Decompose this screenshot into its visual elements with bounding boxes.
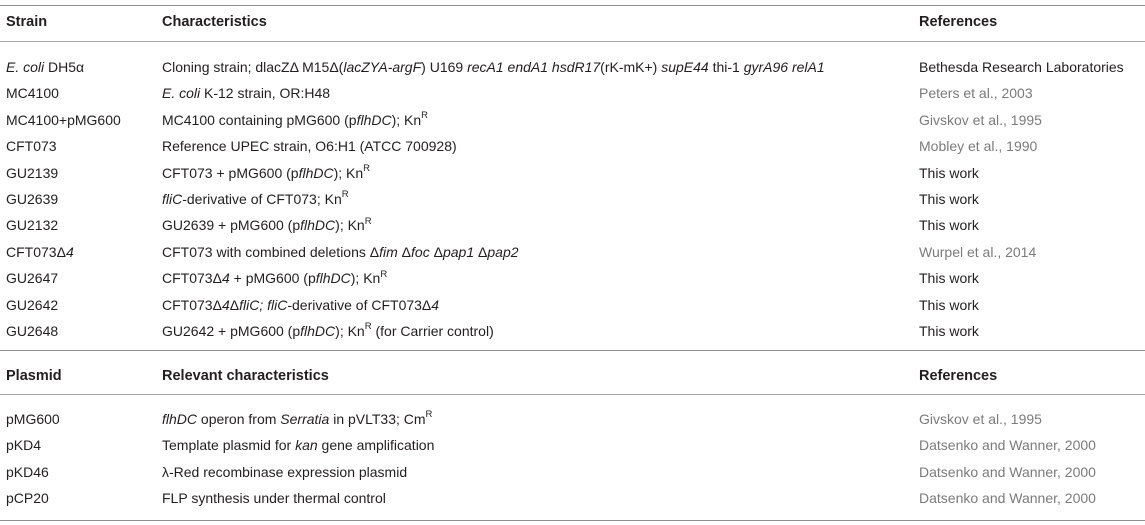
strain-reference: This work (919, 191, 979, 207)
plasmid-row: pMG600 flhDC operon from Serratia in pVLT… (0, 406, 1145, 432)
strain-row: GU2642 CFT073Δ4ΔfliC; fliC-derivative of … (0, 292, 1145, 318)
plasmid-row: pKD46 λ-Red recombinase expression plasmi… (0, 459, 1145, 485)
plasmid-name: pKD46 (6, 463, 49, 480)
strain-row: GU2648 GU2642 + pMG600 (pflhDC); KnR (for… (0, 318, 1145, 344)
strain-reference: This work (919, 296, 979, 313)
plasmid-row: pKD4 Template plasmid for kan gene amplif… (0, 432, 1145, 458)
strain-reference: This work (919, 164, 979, 181)
strain-reference: Mobley et al., 1990 (919, 138, 1038, 155)
strain-reference: Givskov et al., 1995 (919, 111, 1042, 128)
strain-row: GU2132 GU2639 + pMG600 (pflhDC); KnR This … (0, 212, 1145, 238)
plasmid-characteristics: λ-Red recombinase expression plasmid (162, 463, 408, 480)
strain-row: E. coli DH5α Cloning strain; dlacZΔ M15Δ(… (0, 54, 1145, 80)
strain-characteristics: GU2642 + pMG600 (pflhDC); KnR (for Carri… (162, 321, 494, 339)
top-rule (0, 5, 1145, 6)
strain-name: CFT073Δ4 (6, 243, 74, 260)
plasmid-characteristics: Template plasmid for kan gene amplificat… (162, 437, 435, 454)
strain-reference: This work (919, 217, 979, 234)
header-plasmid: Plasmid (6, 368, 62, 384)
header-references: References (919, 14, 998, 30)
strain-row: GU2647 CFT073Δ4 + pMG600 (pflhDC); KnR Thi… (0, 265, 1145, 291)
plasmid-reference: Datsenko and Wanner, 2000 (919, 490, 1096, 507)
strain-characteristics: MC4100 containing pMG600 (pflhDC); KnR (162, 110, 429, 128)
strain-characteristics: Cloning strain; dlacZΔ M15Δ(lacZYA-argF)… (162, 59, 825, 75)
strain-name: GU2647 (6, 270, 59, 287)
strain-row: MC4100 E. coli K-12 strain, OR:H48 Peters … (0, 80, 1145, 106)
strain-name: MC4100+pMG600 (6, 111, 121, 128)
plasmid-reference: Givskov et al., 1995 (919, 411, 1042, 427)
header-rule (0, 41, 1145, 42)
strain-reference: Peters et al., 2003 (919, 85, 1033, 102)
plasmid-characteristics: flhDC operon from Serratia in pVLT33; Cm… (162, 409, 433, 427)
strain-characteristics: CFT073 with combined deletions Δfim Δfoc… (162, 243, 519, 260)
strain-reference: This work (919, 323, 979, 339)
strain-characteristics: CFT073Δ4ΔfliC; fliC-derivative of CFT073… (162, 296, 440, 313)
strain-name: GU2648 (6, 323, 59, 339)
header-plasmid-references: References (919, 368, 998, 384)
strain-row: MC4100+pMG600 MC4100 containing pMG600 (p… (0, 107, 1145, 133)
plasmid-row: pCP20 FLP synthesis under thermal control… (0, 485, 1145, 511)
strain-characteristics: fliC-derivative of CFT073; KnR (162, 189, 349, 207)
plasmid-reference: Datsenko and Wanner, 2000 (919, 437, 1096, 454)
plasmid-header-rule (0, 394, 1145, 395)
header-strain: Strain (6, 14, 48, 30)
strain-reference: This work (919, 270, 979, 287)
strain-characteristics: GU2639 + pMG600 (pflhDC); KnR (162, 215, 372, 234)
strain-name: GU2639 (6, 191, 59, 207)
strain-reference: Bethesda Research Laboratories (919, 59, 1124, 75)
strain-reference: Wurpel et al., 2014 (919, 243, 1037, 260)
strain-name: GU2132 (6, 217, 59, 234)
strain-characteristics: CFT073 + pMG600 (pflhDC); KnR (162, 162, 371, 181)
strain-name: MC4100 (6, 85, 59, 102)
plasmid-name: pCP20 (6, 490, 49, 507)
strain-characteristics: Reference UPEC strain, O6:H1 (ATCC 70092… (162, 138, 457, 155)
strain-row: GU2639 fliC-derivative of CFT073; KnR This… (0, 186, 1145, 212)
strain-name: E. coli DH5α (6, 59, 85, 75)
header-relevant-characteristics: Relevant characteristics (162, 368, 329, 384)
header-characteristics: Characteristics (162, 14, 267, 30)
plasmid-reference: Datsenko and Wanner, 2000 (919, 463, 1096, 480)
strain-name: GU2139 (6, 164, 59, 181)
plasmid-name: pKD4 (6, 437, 42, 454)
section-rule (0, 350, 1145, 351)
plasmid-characteristics: FLP synthesis under thermal control (162, 490, 386, 507)
strain-name: CFT073 (6, 138, 57, 155)
plasmid-name: pMG600 (6, 411, 60, 427)
strain-characteristics: CFT073Δ4 + pMG600 (pflhDC); KnR (162, 268, 388, 287)
strain-characteristics: E. coli K-12 strain, OR:H48 (162, 85, 331, 102)
strain-row: CFT073 Reference UPEC strain, O6:H1 (ATCC… (0, 133, 1145, 159)
strain-name: GU2642 (6, 296, 59, 313)
strain-row: CFT073Δ4 CFT073 with combined deletions Δ… (0, 239, 1145, 265)
bottom-rule (0, 520, 1145, 521)
strain-row: GU2139 CFT073 + pMG600 (pflhDC); KnR This … (0, 160, 1145, 186)
